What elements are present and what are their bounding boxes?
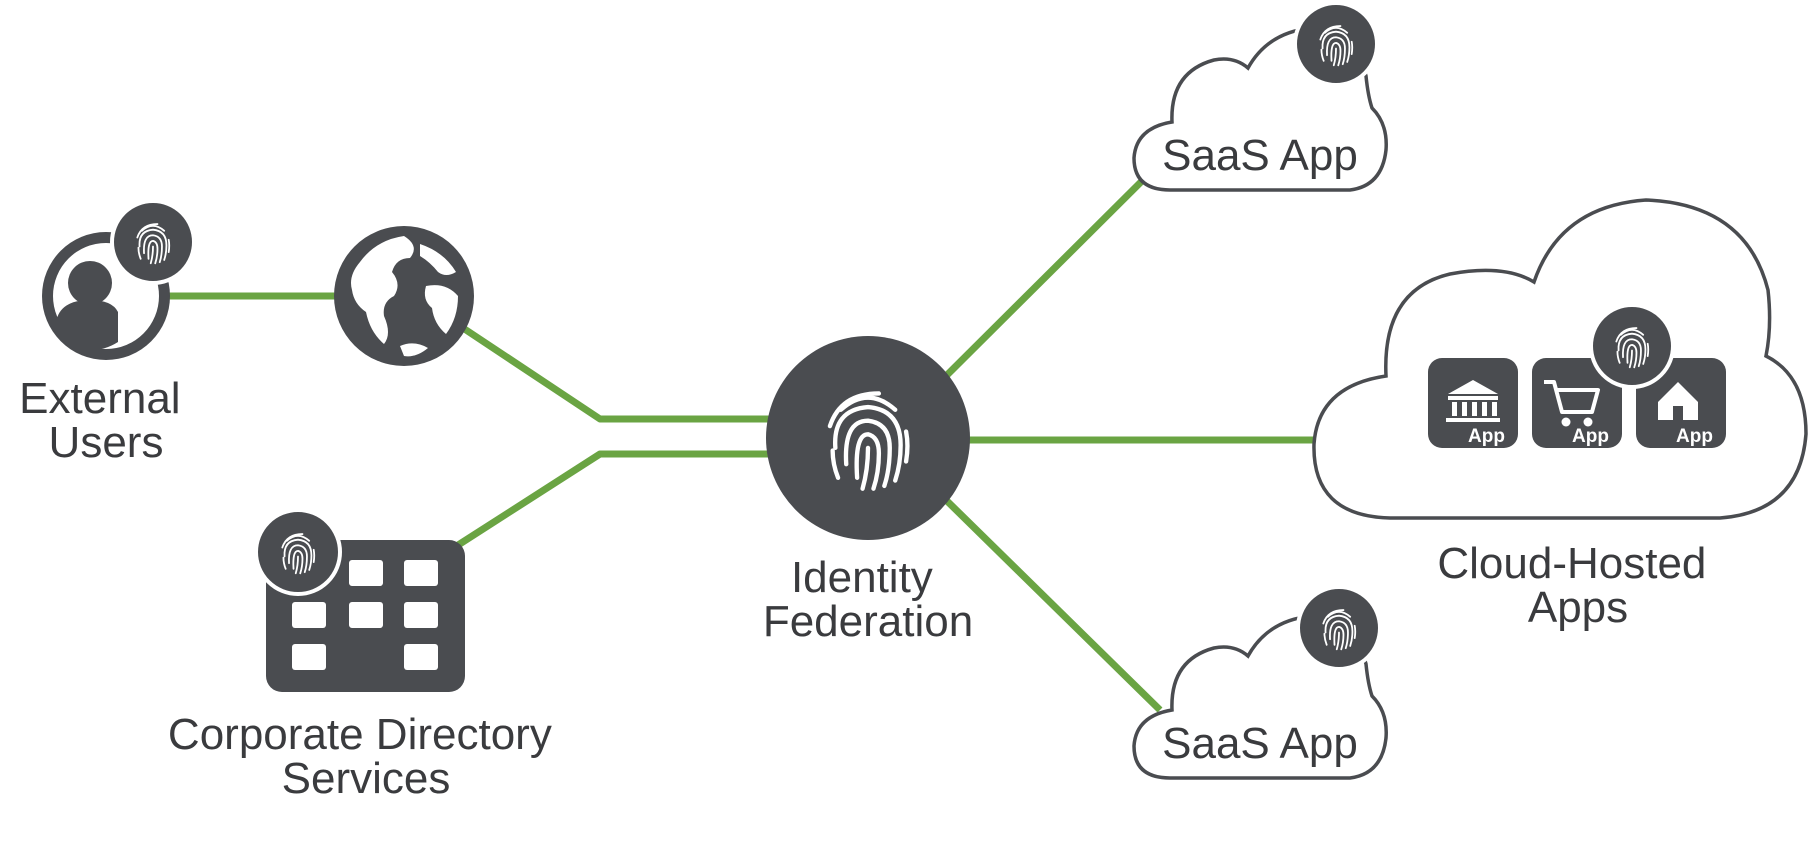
identity-federation-node: Identity Federation: [763, 336, 973, 646]
app-tag: App: [1572, 426, 1609, 447]
user-fingerprint-badge: [110, 199, 196, 285]
saas-app-top-label: SaaS App: [1162, 131, 1358, 180]
cloud-fingerprint-badge: [1589, 303, 1675, 389]
external-users-label: External Users: [19, 374, 193, 467]
external-users-node: External Users: [19, 199, 196, 467]
app-tile-house: App: [1636, 358, 1726, 448]
bank-icon: [1446, 380, 1500, 422]
saas-app-bottom-label: SaaS App: [1162, 719, 1358, 768]
app-tile-cart: App: [1532, 358, 1622, 448]
corporate-directory-node: Corporate Directory Services: [168, 508, 564, 803]
identity-federation-label: Identity Federation: [763, 553, 973, 646]
saas-top-fingerprint-badge: [1293, 1, 1379, 87]
saas-app-top-node: SaaS App: [1132, 1, 1388, 192]
directory-fingerprint-badge: [254, 508, 342, 596]
app-tile-bank: App: [1428, 358, 1518, 448]
globe-icon: [334, 226, 474, 366]
shopping-cart-icon: [1544, 380, 1600, 427]
app-tag: App: [1468, 426, 1505, 447]
corporate-directory-label: Corporate Directory Services: [168, 710, 564, 803]
link-directory-to-federation: [453, 450, 770, 550]
federation-hub: [766, 336, 970, 540]
link-federation-to-saas-bottom: [943, 497, 1163, 713]
connection-lines: [148, 175, 1318, 713]
user-icon: [56, 261, 118, 351]
saas-bottom-fingerprint-badge: [1296, 585, 1382, 671]
link-globe-to-federation: [458, 323, 770, 423]
house-icon: [1658, 382, 1698, 420]
link-federation-to-saas-top: [943, 175, 1148, 379]
cloud-hosted-label: Cloud-Hosted Apps: [1437, 539, 1718, 632]
saas-app-bottom-node: SaaS App: [1132, 585, 1388, 780]
app-tag: App: [1676, 426, 1713, 447]
cloud-hosted-apps-node: App App App Cloud-Hosted: [1312, 198, 1808, 632]
